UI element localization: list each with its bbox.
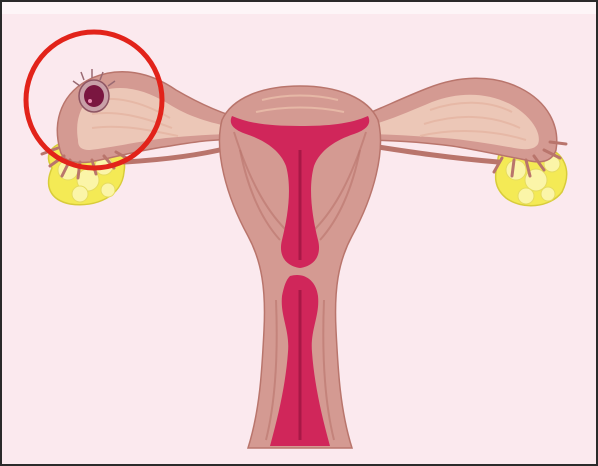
top-fade <box>2 2 596 14</box>
